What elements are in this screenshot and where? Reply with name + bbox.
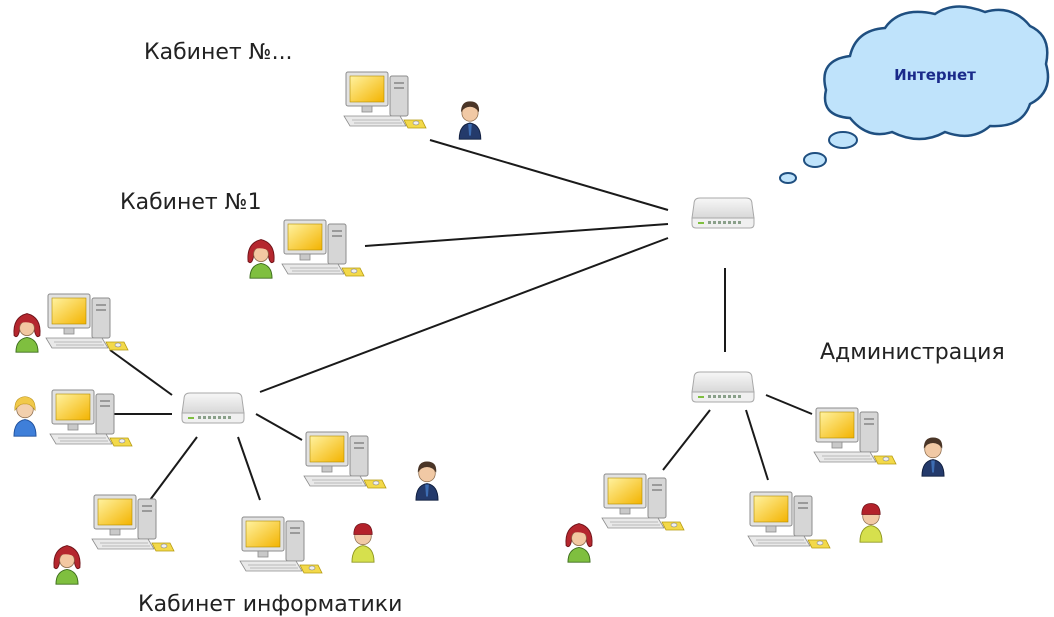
cloud-bubble-medium <box>803 152 827 168</box>
computer-office-1 <box>281 219 365 277</box>
internet-label: Интернет <box>894 66 976 84</box>
label-office-unknown: Кабинет №... <box>144 40 293 65</box>
label-administration: Администрация <box>820 340 1005 365</box>
link-admin-pc1 <box>662 409 711 471</box>
computer-admin-1 <box>601 473 685 531</box>
link-office1-main <box>364 223 669 247</box>
link-cs-pc1 <box>109 349 173 396</box>
computer-cs-1 <box>45 293 129 351</box>
label-office-1: Кабинет №1 <box>120 190 262 215</box>
user-admin-2 <box>859 503 883 543</box>
user-cs-3 <box>53 545 81 585</box>
user-office-1 <box>247 239 275 279</box>
user-admin-1 <box>565 523 593 563</box>
user-cs-4 <box>351 523 375 563</box>
user-office-unknown <box>458 100 482 140</box>
user-cs-2 <box>13 396 37 437</box>
label-cs-room: Кабинет информатики <box>138 592 403 617</box>
link-cs-pc3 <box>149 436 198 501</box>
user-cs-5 <box>415 461 439 501</box>
link-admin-pc2 <box>745 409 769 481</box>
link-cs-pc4 <box>237 436 261 501</box>
cloud-bubble-small <box>779 172 797 184</box>
link-cs-switch-main <box>259 237 669 393</box>
cs-room-switch <box>181 392 245 424</box>
user-admin-3 <box>921 437 945 477</box>
computer-cs-2 <box>49 389 133 447</box>
link-office-unknown-main <box>429 139 669 211</box>
internet-cloud: Интернет <box>779 5 1050 184</box>
cloud-bubble-large <box>828 131 858 149</box>
cloud-shape <box>823 5 1050 141</box>
computer-admin-3 <box>813 407 897 465</box>
computer-cs-4 <box>239 516 323 574</box>
link-admin-pc3 <box>765 394 813 415</box>
admin-switch <box>691 371 755 403</box>
computer-admin-2 <box>747 491 831 549</box>
main-switch <box>691 197 755 229</box>
computer-office-unknown <box>343 71 427 129</box>
computer-cs-3 <box>91 494 175 552</box>
link-cs-pc5 <box>255 413 303 441</box>
user-cs-1 <box>13 313 41 353</box>
connection-lines <box>109 139 813 501</box>
computer-cs-5 <box>303 431 387 489</box>
